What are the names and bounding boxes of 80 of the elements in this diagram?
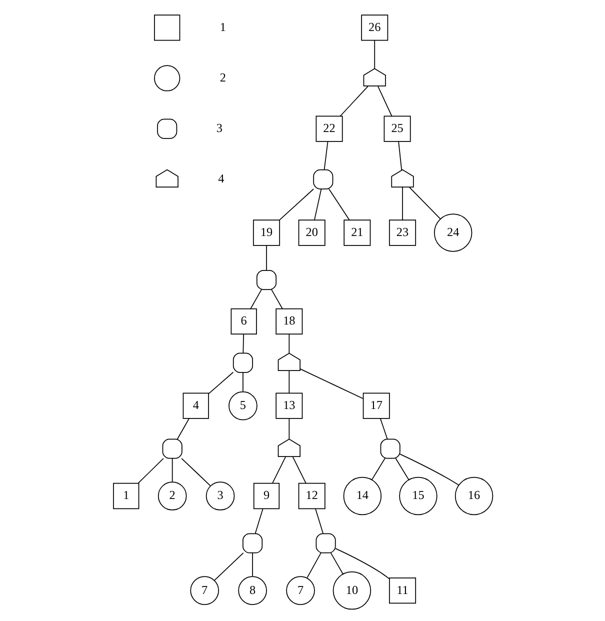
connector — [171, 458, 172, 482]
connector — [314, 508, 323, 534]
connector — [242, 334, 244, 354]
node-circle: 10 — [332, 571, 371, 610]
node-and-gate — [156, 118, 177, 139]
connector — [214, 552, 244, 581]
node-circle: 2 — [157, 482, 186, 510]
connector — [379, 418, 388, 440]
node-and-gate — [232, 352, 252, 373]
connector — [334, 548, 390, 580]
connector — [208, 372, 234, 394]
node-label: 2 — [219, 70, 226, 84]
connector — [242, 372, 243, 392]
connector — [394, 458, 409, 480]
node-box: 1 — [112, 482, 139, 510]
node-and-gate — [312, 169, 333, 190]
node-box: 17 — [362, 392, 390, 419]
node-box: 12 — [298, 482, 325, 510]
node-box: 22 — [315, 116, 342, 142]
node-box: 20 — [298, 220, 325, 246]
connector — [299, 368, 364, 400]
connector — [328, 188, 350, 220]
node-circle: 7 — [190, 576, 219, 605]
node-box — [154, 14, 180, 41]
node-box: 11 — [388, 577, 416, 604]
node-circle: 16 — [454, 476, 493, 516]
node-circle: 8 — [238, 576, 266, 605]
connector — [288, 418, 290, 440]
connector — [314, 188, 322, 220]
node-or-gate — [277, 352, 300, 372]
connector — [180, 458, 210, 486]
connector — [408, 186, 440, 220]
connector — [370, 458, 385, 480]
connector — [270, 289, 282, 310]
connector — [330, 552, 343, 575]
connector — [377, 86, 392, 117]
connector — [288, 334, 290, 354]
node-and-gate — [242, 533, 262, 554]
node-box: 13 — [275, 392, 302, 419]
node-or-gate — [390, 169, 414, 188]
node-circle: 5 — [228, 391, 257, 420]
connector — [137, 458, 164, 484]
node-and-gate — [162, 438, 182, 459]
connector — [306, 552, 321, 578]
connector — [292, 456, 306, 484]
node-circle: 3 — [205, 482, 234, 510]
node-or-gate — [362, 68, 386, 86]
node-circle: 14 — [342, 476, 382, 516]
node-box: 6 — [230, 308, 256, 334]
node-circle: 7 — [286, 576, 314, 605]
connector — [374, 40, 375, 69]
node-and-gate — [256, 270, 276, 290]
node-box: 4 — [182, 392, 208, 419]
node-box: 18 — [275, 308, 302, 334]
connector — [254, 508, 263, 534]
node-circle: 15 — [398, 476, 437, 516]
connector — [271, 456, 286, 484]
node-box: 23 — [388, 220, 416, 246]
node-and-gate — [380, 438, 400, 459]
connector — [398, 141, 402, 171]
node-box: 9 — [252, 482, 280, 510]
connector — [250, 289, 262, 310]
connector — [176, 418, 189, 440]
node-label: 4 — [218, 172, 224, 186]
node-box: 26 — [360, 14, 388, 41]
node-label: 1 — [219, 20, 226, 34]
connector — [339, 86, 368, 117]
node-box: 21 — [343, 220, 370, 246]
node-label: 3 — [216, 121, 222, 136]
node-and-gate — [315, 533, 336, 554]
node-box: 19 — [252, 220, 280, 246]
node-box: 25 — [383, 116, 410, 142]
node-or-gate — [155, 169, 178, 188]
connector — [288, 370, 290, 394]
connector — [323, 141, 328, 170]
connector — [399, 454, 459, 486]
node-or-gate — [277, 438, 300, 457]
connector — [278, 188, 314, 220]
node-circle: 24 — [433, 214, 472, 252]
node-circle — [154, 65, 180, 92]
